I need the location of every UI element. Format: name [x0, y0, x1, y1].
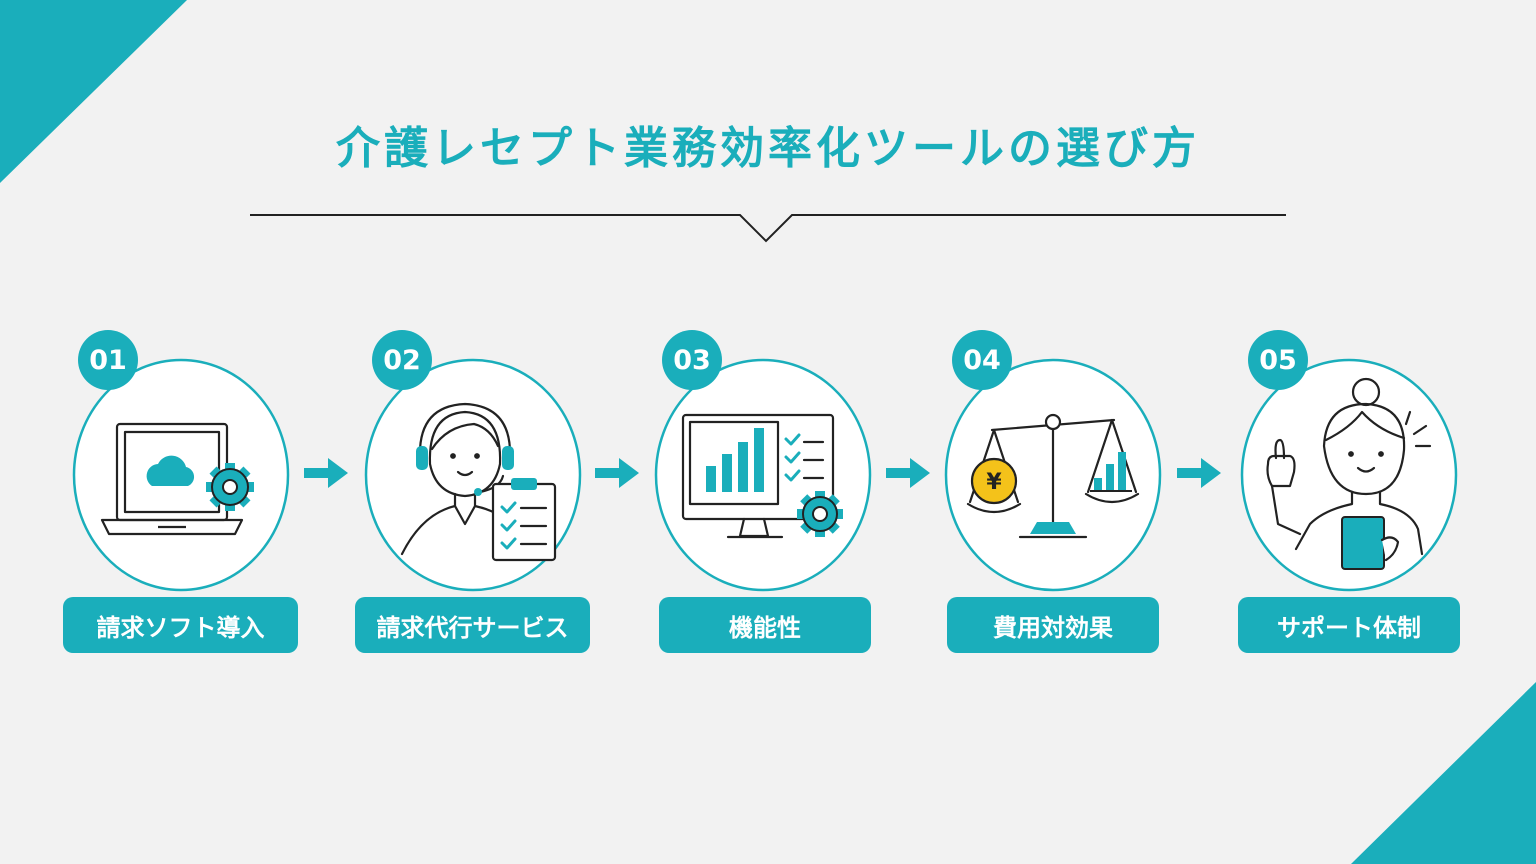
step-2: 02 請求代行サービス	[352, 330, 652, 660]
step-label: 機能性	[659, 597, 871, 653]
title-divider	[250, 214, 1286, 243]
monitor-chart-checklist-icon	[654, 358, 872, 592]
step-number-badge: 01	[78, 330, 138, 390]
page-title: 介護レセプト業務効率化ツールの選び方	[336, 123, 1200, 174]
arrow-right-icon	[595, 458, 639, 488]
step-number-badge: 05	[1248, 330, 1308, 390]
svg-text:¥: ¥	[986, 470, 1002, 495]
step-4: 04 ¥ 費用対効果	[932, 330, 1232, 660]
step-label: 請求ソフト導入	[63, 597, 298, 653]
balance-scale-yen-icon: ¥	[944, 358, 1162, 592]
step-5: 05 サポート体制	[1228, 330, 1528, 660]
step-label: 請求代行サービス	[355, 597, 590, 653]
laptop-cloud-gear-icon	[72, 358, 290, 592]
top-left-corner-triangle	[0, 0, 187, 183]
bottom-right-corner-triangle	[1351, 682, 1536, 864]
operator-headset-clipboard-icon	[364, 358, 582, 592]
support-staff-tablet-icon	[1240, 358, 1458, 592]
step-number-badge: 02	[372, 330, 432, 390]
arrow-right-icon	[1177, 458, 1221, 488]
step-1: 01 請求ソフト導入	[60, 330, 360, 660]
step-label: 費用対効果	[947, 597, 1159, 653]
arrow-right-icon	[886, 458, 930, 488]
step-3: 03 機能性	[642, 330, 942, 660]
arrow-right-icon	[304, 458, 348, 488]
step-number-badge: 03	[662, 330, 722, 390]
step-number-badge: 04	[952, 330, 1012, 390]
step-label: サポート体制	[1238, 597, 1460, 653]
